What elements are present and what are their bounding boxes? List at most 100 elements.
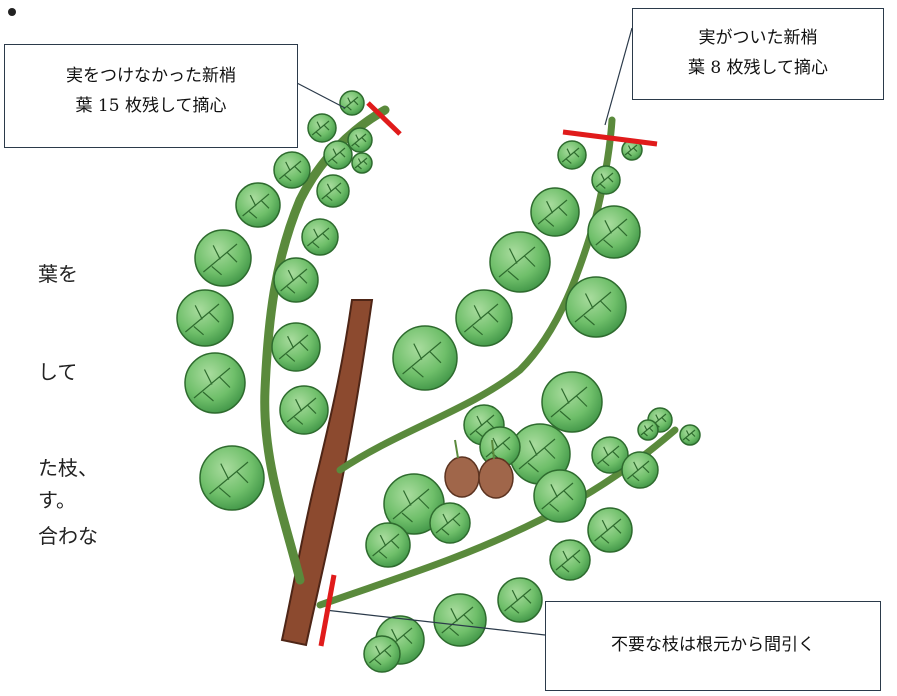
leaf-vein-6 (242, 193, 270, 219)
leaf-vein-23 (574, 291, 612, 326)
leaf-vein-20 (537, 199, 568, 227)
leaf-vein-4 (279, 160, 302, 182)
bg-text-fragment-4: す。 (38, 488, 76, 512)
leaf-5 (323, 140, 353, 170)
leaf-vein-1 (343, 96, 359, 111)
leaf-vein-35 (651, 413, 667, 428)
leaf-vein-5 (327, 147, 346, 164)
leaf-vein-21 (595, 218, 628, 249)
leaf-37 (587, 507, 633, 553)
leaf-11 (176, 289, 234, 347)
leaf-vein-16 (354, 157, 368, 170)
main-trunk (280, 299, 374, 647)
leaf-15 (199, 445, 265, 511)
leaf-44 (679, 424, 701, 446)
leaf-vein-26 (550, 386, 588, 421)
leaf-31 (365, 522, 411, 568)
leaf-39 (497, 577, 543, 623)
leaf-vein-10 (280, 268, 308, 294)
leaf-vein-42 (369, 644, 392, 666)
leaf-8 (301, 218, 339, 256)
leaf-17 (557, 140, 587, 170)
leader-line-unfruited (294, 81, 346, 109)
leaves-group (176, 90, 701, 673)
fruit-1 (444, 456, 480, 498)
cut-mark-unfruited (366, 101, 402, 136)
callout-fruited-shoot: 実がついた新梢 葉 8 枚残して摘心 (632, 8, 884, 100)
leaf-vein-13 (193, 367, 231, 402)
leaf-vein-8 (307, 227, 330, 249)
leaf-26 (541, 371, 603, 433)
leaf-2 (307, 113, 337, 143)
leaf-vein-32 (435, 512, 461, 536)
leader-line-remove (324, 609, 546, 636)
leaf-vein-3 (351, 133, 367, 148)
leaf-vein-22 (498, 246, 536, 281)
leaf-vein-36 (627, 460, 650, 482)
leaf-40 (433, 593, 487, 647)
leaf-vein-24 (464, 303, 499, 336)
leaf-20 (530, 187, 580, 237)
leaf-14 (279, 385, 329, 435)
leaf-vein-2 (311, 120, 330, 137)
leaf-vein-29 (392, 488, 430, 523)
leaf-vein-7 (321, 182, 342, 202)
leaf-vein-12 (278, 334, 309, 362)
fruit-2 (478, 457, 514, 499)
leaf-1 (339, 90, 365, 116)
callout-remove-text: 不要な枝は根元から間引く (611, 635, 815, 655)
leaf-25 (392, 325, 458, 391)
leader-line-fruited (604, 27, 633, 126)
callout-fruited-line2: 葉 8 枚残して摘心 (687, 58, 829, 78)
callout-fruited-line1: 実がついた新梢 (698, 28, 818, 48)
leaf-vein-43 (640, 424, 654, 437)
leaf-vein-17 (561, 147, 580, 164)
leaf-4 (273, 151, 311, 189)
leaf-43 (637, 419, 659, 441)
cut-mark-remove (318, 574, 337, 647)
bg-text-fragment-1: 葉を (38, 262, 78, 286)
leaf-9 (194, 229, 252, 287)
leaf-7 (316, 174, 350, 208)
leaf-vein-40 (441, 606, 474, 637)
leaf-vein-25 (402, 341, 442, 378)
leaf-10 (273, 257, 319, 303)
leaf-vein-18 (595, 172, 614, 189)
leaf-vein-31 (372, 533, 400, 559)
leaf-18 (591, 165, 621, 195)
leaf-24 (455, 289, 513, 347)
leaf-3 (347, 127, 373, 153)
leaf-36 (621, 451, 659, 489)
leaf-12 (271, 322, 321, 372)
leaf-vein-37 (594, 518, 622, 544)
leaf-21 (587, 205, 641, 259)
leaf-33 (533, 469, 587, 523)
leaf-vein-19 (624, 144, 638, 157)
leaf-6 (235, 182, 281, 228)
leaf-vein-41 (382, 627, 413, 655)
bg-text-fragment-5: 合わな (38, 524, 98, 548)
bg-text-fragment-2: して (38, 360, 78, 384)
cut-mark-fruited (562, 129, 658, 147)
leaf-16 (351, 152, 373, 174)
leaf-vein-14 (286, 397, 317, 425)
leaf-vein-9 (203, 243, 238, 276)
leaf-vein-44 (682, 429, 696, 442)
callout-unfruited-line1: 実をつけなかった新梢 (66, 66, 236, 86)
leaf-23 (565, 276, 627, 338)
callout-unfruited-line2: 葉 15 枚残して摘心 (75, 96, 227, 116)
leaf-vein-11 (185, 303, 220, 336)
callout-remove-branch: 不要な枝は根元から間引く (545, 601, 881, 691)
leaf-vein-30 (485, 436, 511, 460)
leaf-22 (489, 231, 551, 293)
leaf-vein-38 (555, 549, 581, 573)
bg-text-fragment-3: た枝、 (38, 456, 98, 480)
leaf-32 (429, 502, 471, 544)
leaf-13 (184, 352, 246, 414)
leaf-vein-39 (504, 588, 532, 614)
leaf-vein-33 (541, 482, 574, 513)
leaf-38 (549, 539, 591, 581)
leaf-vein-34 (597, 445, 620, 467)
leaf-vein-27 (518, 438, 556, 473)
